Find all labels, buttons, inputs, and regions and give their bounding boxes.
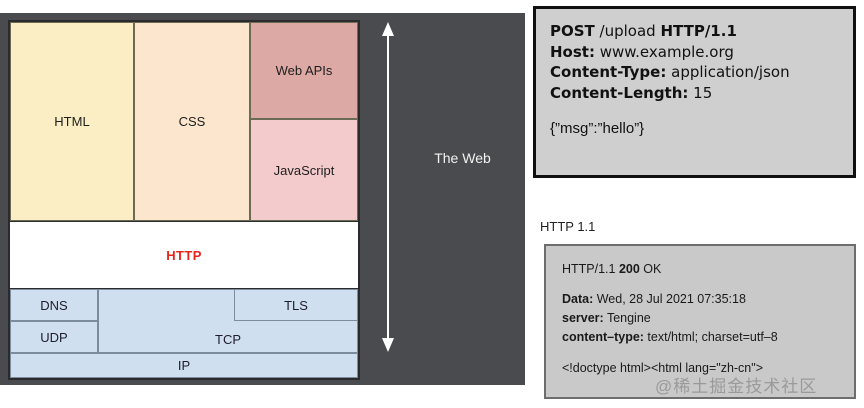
response-data-value: Wed, 28 Jul 2021 07:35:18 xyxy=(593,292,746,306)
response-body-doctype: <!doctype html><html lang="zh-cn"> xyxy=(562,361,764,375)
response-caption: HTTP 1.1 xyxy=(540,219,596,234)
response-spacer xyxy=(562,279,838,290)
layer-html-label: HTML xyxy=(54,114,90,129)
request-host-value: www.example.org xyxy=(594,42,734,61)
request-host-key: Host: xyxy=(550,42,595,61)
http-response-panel: HTTP/1.1 200 OK Data: Wed, 28 Jul 2021 0… xyxy=(544,244,856,399)
layer-javascript-label: JavaScript xyxy=(273,162,335,178)
layer-dns: DNS xyxy=(10,289,98,321)
response-content-type-key: content–type: xyxy=(562,330,644,344)
request-header-content-type: Content-Type: application/json xyxy=(550,62,839,83)
response-status-code: 200 xyxy=(618,262,640,276)
request-method: POST xyxy=(550,22,595,40)
request-version: HTTP/1.1 xyxy=(660,22,737,40)
layer-udp: UDP xyxy=(10,321,98,353)
response-content-type-value: text/html; charset=utf–8 xyxy=(643,330,778,344)
request-content-type-value: application/json xyxy=(666,63,790,82)
layer-web-apis: Web APIs xyxy=(250,22,358,119)
layer-tcp-label: TCP xyxy=(215,332,241,347)
layer-css: CSS xyxy=(134,22,250,221)
layer-dns-label: DNS xyxy=(40,297,68,313)
layer-ip: IP xyxy=(10,353,358,378)
layer-udp-label: UDP xyxy=(40,329,68,345)
response-version: HTTP/1.1 xyxy=(562,262,619,276)
the-web-label: The Web xyxy=(434,150,491,166)
layer-http-label: HTTP xyxy=(166,247,202,263)
request-body: {”msg”:”hello”} xyxy=(550,119,645,137)
layer-ip-label: IP xyxy=(177,358,191,373)
layer-tls-label: TLS xyxy=(284,297,308,313)
request-content-length-key: Content-Length: xyxy=(550,84,689,103)
layer-html: HTML xyxy=(10,22,134,221)
response-header-server: server: Tengine xyxy=(562,309,838,328)
vertical-double-arrow-icon xyxy=(382,22,394,352)
response-status-line: HTTP/1.1 200 OK xyxy=(562,260,838,279)
layer-javascript: JavaScript xyxy=(250,119,358,221)
layer-css-label: CSS xyxy=(178,114,206,129)
response-header-content-type: content–type: text/html; charset=utf–8 xyxy=(562,328,838,347)
response-server-key: server: xyxy=(562,311,604,325)
request-content-length-value: 15 xyxy=(688,84,713,103)
layer-web-apis-label: Web APIs xyxy=(275,63,333,78)
http-request-panel: POST /upload HTTP/1.1 Host: www.example.… xyxy=(533,6,856,178)
web-stack-diagram: HTML CSS Web APIs JavaScript HTTP TCP DN… xyxy=(8,20,360,380)
response-header-data: Data: Wed, 28 Jul 2021 07:35:18 xyxy=(562,290,838,309)
response-server-value: Tengine xyxy=(603,311,651,325)
request-header-host: Host: www.example.org xyxy=(550,42,839,63)
request-header-content-length: Content-Length: 15 xyxy=(550,83,839,104)
layer-tls: TLS xyxy=(234,289,358,321)
request-start-line: POST /upload HTTP/1.1 xyxy=(550,21,839,42)
layer-http: HTTP xyxy=(10,221,358,289)
request-path: /upload xyxy=(594,22,661,40)
response-status-text: OK xyxy=(639,262,662,276)
request-content-type-key: Content-Type: xyxy=(550,63,667,82)
watermark: @稀土掘金技术社区 xyxy=(655,377,818,396)
response-data-key: Data: xyxy=(562,292,594,306)
